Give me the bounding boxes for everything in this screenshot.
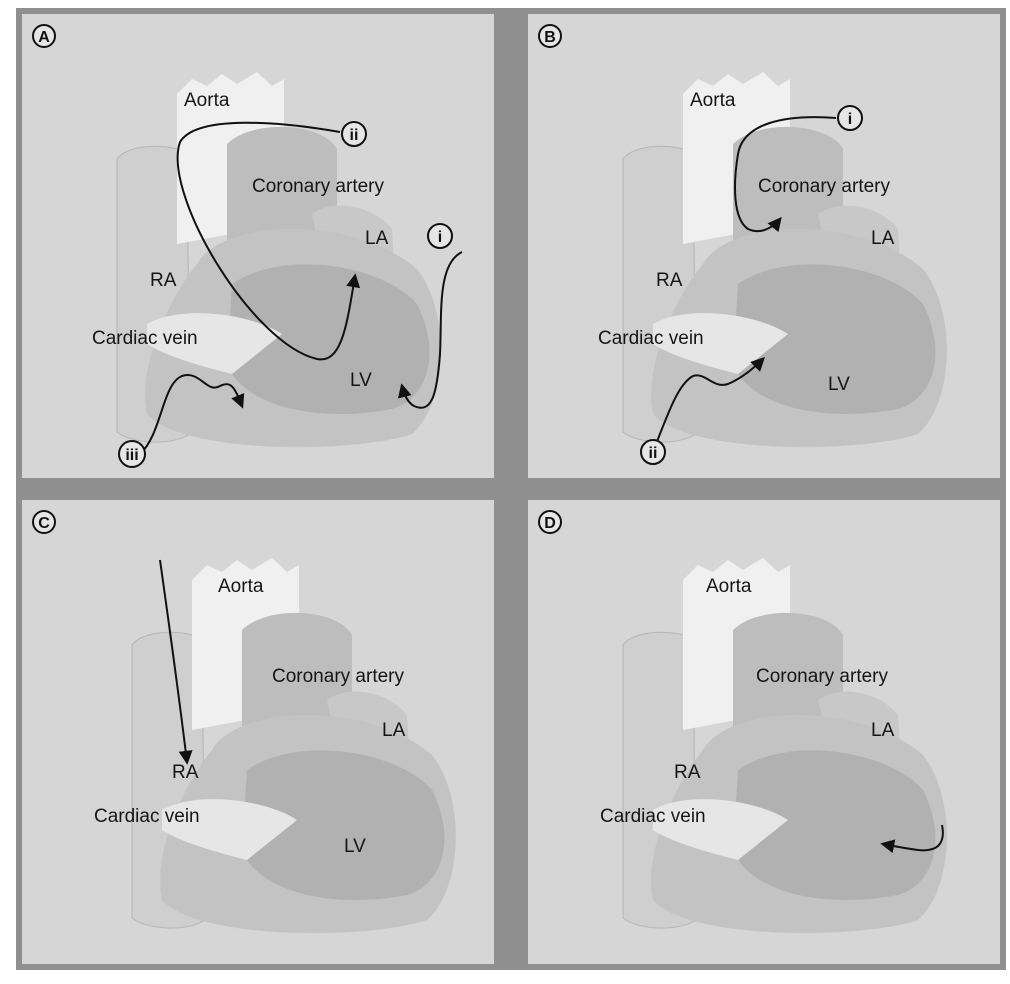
label-la: LA: [382, 720, 406, 741]
label-la: LA: [871, 720, 895, 741]
panel-b: i ii B Aorta Coronary artery LA RA Cardi…: [528, 14, 1000, 478]
panel-c: C Aorta Coronary artery LA RA Cardiac ve…: [22, 500, 494, 964]
label-cardiac-vein: Cardiac vein: [598, 328, 704, 349]
panel-letter: A: [38, 29, 50, 46]
label-aorta: Aorta: [706, 576, 752, 597]
panel-letter-marker: D: [539, 511, 561, 533]
label-ra: RA: [674, 762, 701, 783]
heart-diagram-d: D Aorta Coronary artery LA RA Cardiac ve…: [528, 500, 1000, 964]
label-lv: LV: [828, 374, 850, 395]
label-aorta: Aorta: [184, 90, 230, 111]
panel-a: ii i iii A Aorta Coronary artery LA RA C…: [22, 14, 494, 478]
numeral-i: i: [848, 111, 852, 128]
label-coronary-artery: Coronary artery: [272, 666, 404, 687]
label-cardiac-vein: Cardiac vein: [92, 328, 198, 349]
numeral-ii: ii: [649, 445, 658, 462]
panel-letter-marker: C: [33, 511, 55, 533]
label-la: LA: [871, 228, 895, 249]
label-lv: LV: [350, 370, 372, 391]
panel-letter-marker: A: [33, 25, 55, 47]
panel-letter: C: [38, 515, 50, 532]
heart-shape: [623, 72, 947, 447]
label-cardiac-vein: Cardiac vein: [600, 806, 706, 827]
label-aorta: Aorta: [690, 90, 736, 111]
label-la: LA: [365, 228, 389, 249]
label-ra: RA: [150, 270, 177, 291]
label-coronary-artery: Coronary artery: [758, 176, 890, 197]
label-coronary-artery: Coronary artery: [252, 176, 384, 197]
heart-shape: [117, 72, 441, 447]
panel-letter: B: [544, 29, 556, 46]
label-ra: RA: [656, 270, 683, 291]
panel-d: D Aorta Coronary artery LA RA Cardiac ve…: [528, 500, 1000, 964]
label-coronary-artery: Coronary artery: [756, 666, 888, 687]
panel-letter: D: [544, 515, 556, 532]
heart-diagram-c: C Aorta Coronary artery LA RA Cardiac ve…: [22, 500, 494, 964]
heart-diagram-a: ii i iii A Aorta Coronary artery LA RA C…: [22, 14, 494, 478]
numeral-ii: ii: [350, 127, 359, 144]
panel-letter-marker: B: [539, 25, 561, 47]
numeral-iii: iii: [125, 447, 138, 464]
label-lv: LV: [344, 836, 366, 857]
heart-shape: [132, 558, 456, 933]
heart-diagram-b: i ii B Aorta Coronary artery LA RA Cardi…: [528, 14, 1000, 478]
label-cardiac-vein: Cardiac vein: [94, 806, 200, 827]
label-aorta: Aorta: [218, 576, 264, 597]
label-ra: RA: [172, 762, 199, 783]
numeral-i: i: [438, 229, 442, 246]
heart-shape: [623, 558, 947, 933]
